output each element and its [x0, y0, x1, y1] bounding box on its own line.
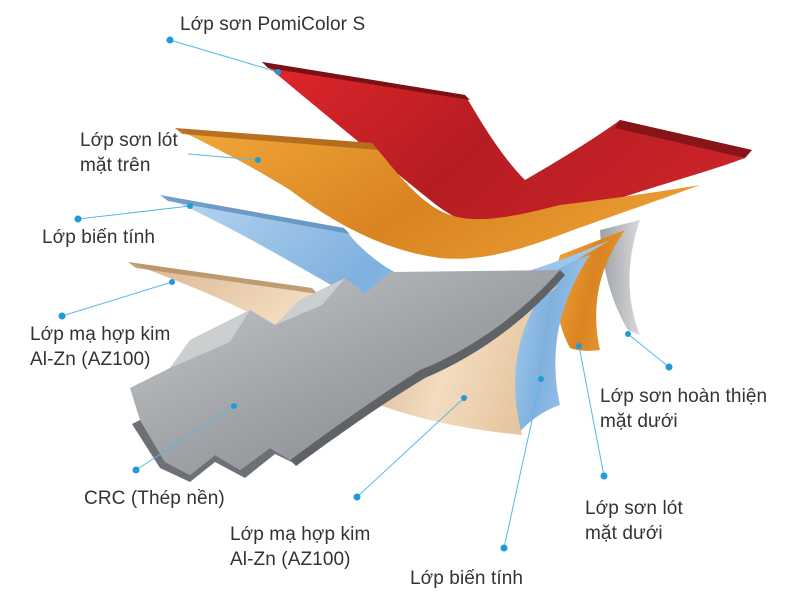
- label-top-paint: Lớp sơn PomiColor S: [180, 14, 366, 35]
- label-bottom-alloy: Lớp mạ hợp kim Al-Zn (AZ100): [230, 524, 371, 570]
- label-base-steel: CRC (Thép nền): [84, 488, 225, 509]
- label-top-alloy: Lớp mạ hợp kim Al-Zn (AZ100): [30, 324, 171, 370]
- top-paint-layer: [262, 62, 752, 231]
- label-top-modified: Lớp biến tính: [42, 227, 156, 248]
- label-bottom-primer: Lớp sơn lót mặt dưới: [585, 498, 683, 544]
- label-bottom-finish: Lớp sơn hoàn thiện mặt dưới: [600, 386, 768, 432]
- label-bottom-modified: Lớp biến tính: [410, 568, 524, 589]
- top-primer-layer: [175, 128, 700, 259]
- label-top-primer: Lớp sơn lót mặt trên: [80, 130, 178, 176]
